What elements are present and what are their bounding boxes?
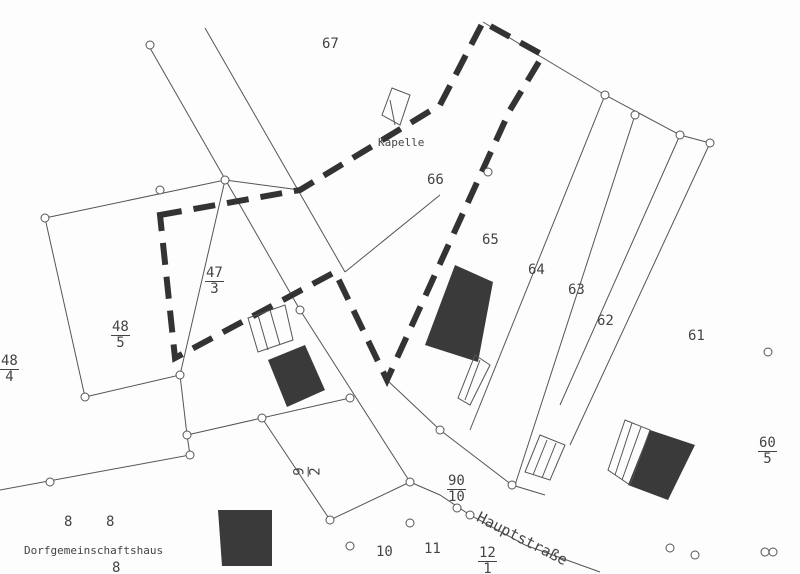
survey-points [40,40,778,560]
chapel-label: Kapelle [378,136,425,149]
numerator: 47 [205,265,224,282]
denominator: 3 [210,281,219,297]
denominator: 4 [5,369,14,385]
house-number: 8 [106,514,115,530]
parcel-label-67: 67 [322,36,339,52]
parcel-label-63: 63 [568,282,585,298]
house-number: 8 [112,560,121,574]
numerator: 90 [447,473,466,490]
dashed-boundary [156,17,548,388]
denominator: 5 [763,451,772,467]
numerator: 12 [478,545,497,562]
parcel-label-66: 66 [427,172,444,188]
hatched-sheds [247,87,651,486]
buildings [218,265,695,566]
parcel-label-65: 65 [482,232,499,248]
house-number: 10 [376,544,393,560]
numerator: 48 [111,319,130,336]
parcel-label-64: 64 [528,262,545,278]
parcel-lines [0,21,711,573]
denominator: 1 [483,561,492,574]
parcel-label-62: 62 [597,313,614,329]
denominator: 10 [448,489,465,505]
numerator: 9 [291,466,309,477]
denominator: 2 [307,467,324,476]
house-number: 8 [64,514,73,530]
numerator: 48 [0,353,19,370]
parcel-label-61: 61 [688,328,705,344]
denominator: 5 [116,335,125,351]
community-house-label: Dorfgemeinschaftshaus [24,544,164,557]
house-number: 11 [424,541,441,557]
numerator: 60 [758,435,777,452]
